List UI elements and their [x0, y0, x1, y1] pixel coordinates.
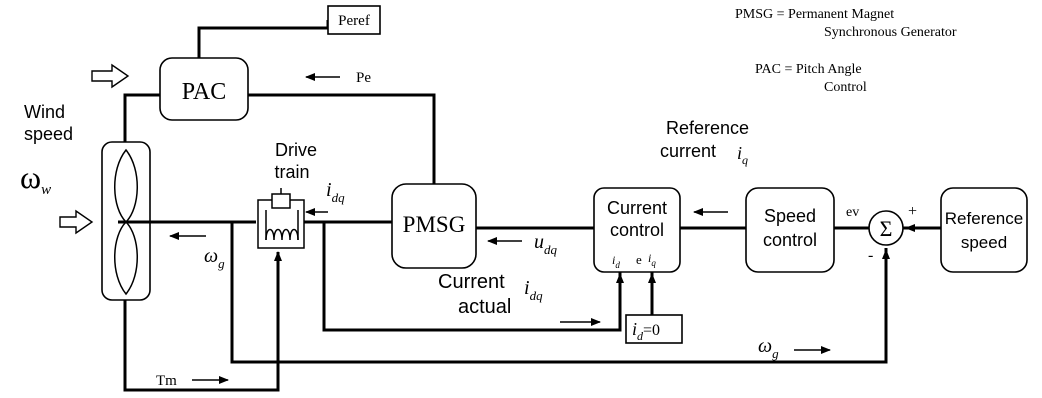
current-actual-var: idq — [524, 277, 543, 303]
current-control-block — [593, 187, 681, 273]
peref-box — [327, 5, 381, 35]
current-control-line1: Current — [607, 198, 667, 218]
id-zero-label: id=0 — [632, 319, 660, 343]
sum-plus-sign: + — [908, 203, 917, 220]
legend-pmsg-line1: PMSG = Permanent Magnet — [735, 7, 894, 22]
current-control-line2: control — [610, 220, 664, 240]
tm-label: Tm — [156, 373, 177, 389]
cc-e-label: e — [636, 252, 642, 267]
sum-minus-sign: - — [868, 247, 873, 264]
reference-speed-block — [940, 187, 1028, 273]
wind-speed-line1: Wind — [24, 102, 65, 122]
pe-label: Pe — [356, 70, 371, 86]
reference-current-line2: current — [660, 141, 716, 161]
omega-g-bottom-label: ωg — [758, 335, 779, 361]
idq-label: idq — [326, 179, 345, 205]
pmsg-label: PMSG — [403, 212, 466, 237]
turbine-blade-lower-icon — [114, 220, 138, 296]
legend-pac-line2: Control — [824, 80, 867, 95]
drive-train-icon — [257, 188, 305, 249]
pac-block — [159, 57, 249, 121]
omega-g-label: ωg — [204, 245, 225, 271]
udq-label: udq — [534, 231, 558, 257]
hollow-arrow-wind-icon — [59, 209, 94, 235]
wire-pe-feedback — [248, 93, 436, 184]
hollow-arrow-pac-icon — [91, 63, 130, 89]
sigma-symbol: Σ — [880, 216, 893, 241]
speed-control-block — [745, 187, 835, 273]
summing-junction — [868, 210, 904, 246]
wire-peref-pac — [197, 20, 330, 58]
reference-current-line1: Reference — [666, 118, 749, 138]
peref-label: Peref — [338, 13, 370, 29]
current-actual-line1: Current — [438, 271, 505, 293]
reference-speed-line1: Reference — [945, 209, 1023, 228]
wire-pac-turbine — [123, 93, 160, 142]
current-actual-line2: actual — [458, 296, 511, 318]
id-zero-box — [625, 314, 683, 344]
wind-speed-line2: speed — [24, 124, 73, 144]
drive-train-line1: Drive — [275, 140, 317, 160]
speed-control-line1: Speed — [764, 206, 816, 226]
pmsg-block — [391, 183, 477, 269]
legend-pmsg-line2: Synchronous Generator — [824, 25, 957, 40]
speed-control-line2: control — [763, 230, 817, 250]
legend-pac-line1: PAC = Pitch Angle — [755, 62, 862, 77]
cc-iq-label: iq — [648, 251, 656, 268]
wire-tm — [123, 252, 280, 392]
cc-id-label: id — [612, 253, 620, 270]
reference-speed-line2: speed — [961, 233, 1007, 252]
ev-label: ev — [846, 205, 859, 220]
drive-train-line2: train — [274, 162, 309, 182]
reference-current-var: iq — [737, 143, 748, 167]
wire-omega-feedback — [230, 222, 888, 364]
omega-w-label: ωw — [20, 159, 51, 198]
pac-label: PAC — [182, 79, 226, 105]
wire-current-actual — [322, 222, 622, 332]
